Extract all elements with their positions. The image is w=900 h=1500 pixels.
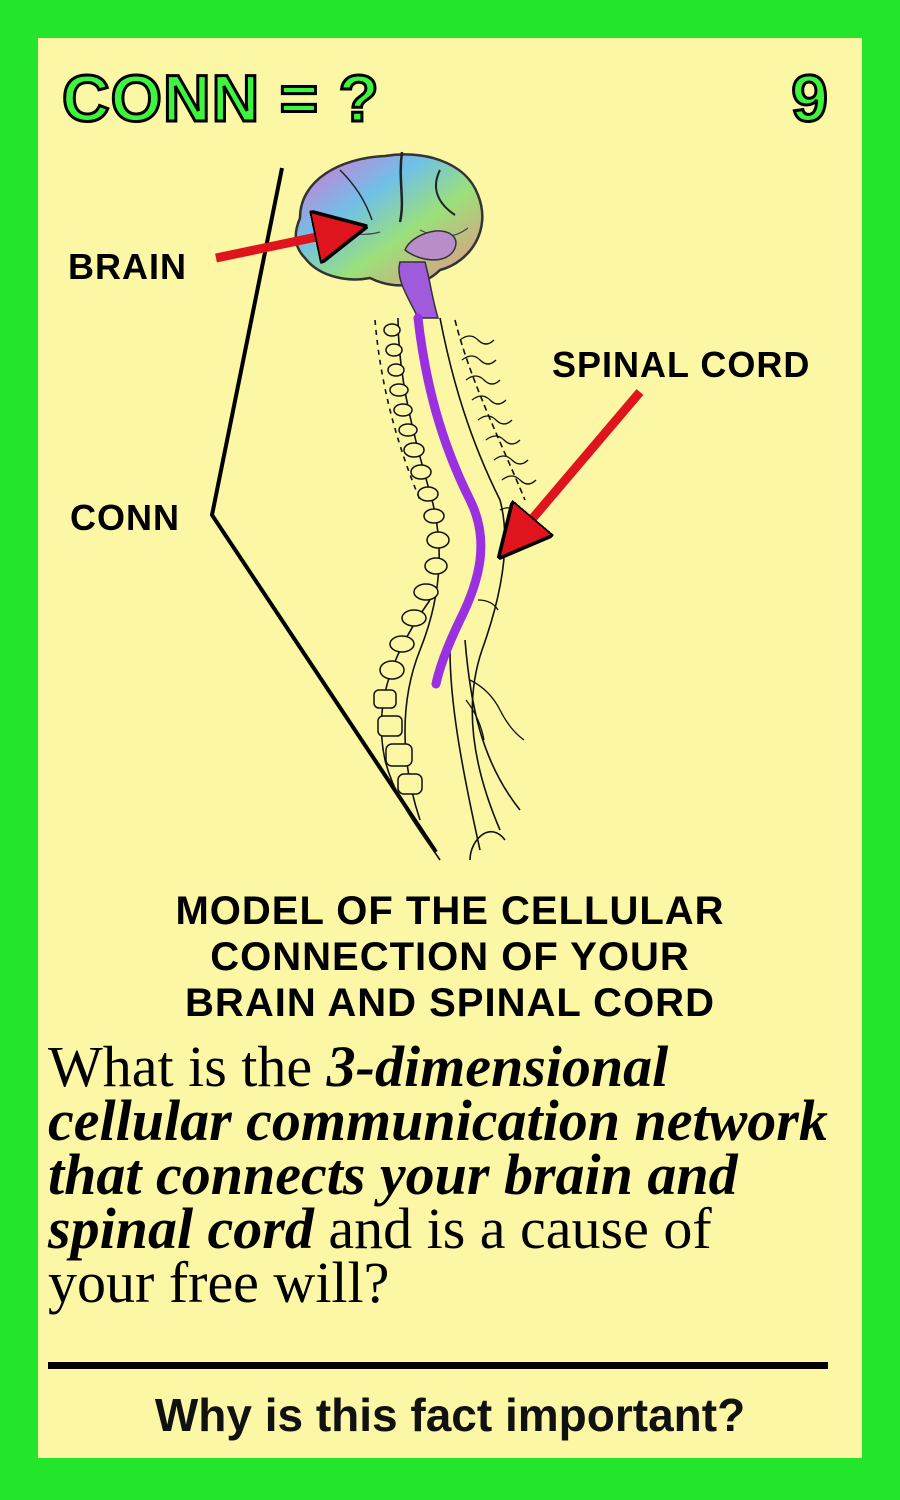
question-line: What is the 3-dimensional <box>48 1038 858 1096</box>
question-line: your free will? <box>48 1254 858 1312</box>
question-emphasis-text: 3-dimensional <box>326 1034 669 1099</box>
conn-bracket <box>209 167 438 854</box>
brain-label: BRAIN <box>68 246 187 287</box>
caption-line: MODEL OF THE CELLULAR <box>175 889 725 933</box>
spinal-cord-illustration <box>413 313 486 689</box>
question-text: What is the 3-dimensional cellular commu… <box>48 1038 858 1312</box>
spinal-cord-label: SPINAL CORD <box>552 344 811 385</box>
question-plain-text: What is the <box>48 1034 327 1099</box>
divider-rule <box>48 1362 828 1369</box>
question-emphasis-text: spinal cord <box>48 1196 314 1261</box>
question-line: that connects your brain and <box>48 1146 858 1204</box>
conn-label: CONN <box>70 497 180 538</box>
caption-line: BRAIN AND SPINAL CORD <box>185 981 715 1025</box>
card-background <box>38 38 862 1458</box>
question-emphasis-text: that connects your brain and <box>48 1142 738 1207</box>
importance-prompt: Why is this fact important? <box>154 1389 746 1441</box>
card-title: CONN = ? <box>61 60 381 137</box>
caption-line: CONNECTION OF YOUR <box>210 935 690 979</box>
question-plain-text: your free will? <box>48 1250 390 1315</box>
vertebrae-illustration <box>373 323 450 795</box>
question-line: spinal cord and is a cause of <box>48 1200 858 1258</box>
spinal-cord-arrow <box>510 389 644 545</box>
diagram-caption: MODEL OF THE CELLULAR CONNECTION OF YOUR… <box>38 888 862 1026</box>
question-emphasis-text: cellular communication network <box>48 1088 828 1153</box>
card-number: 9 <box>790 60 830 137</box>
brain-arrow <box>215 230 350 258</box>
nerve-roots-illustration <box>459 335 537 741</box>
question-plain-text: and is a cause of <box>313 1196 712 1261</box>
question-line: cellular communication network <box>48 1092 858 1150</box>
